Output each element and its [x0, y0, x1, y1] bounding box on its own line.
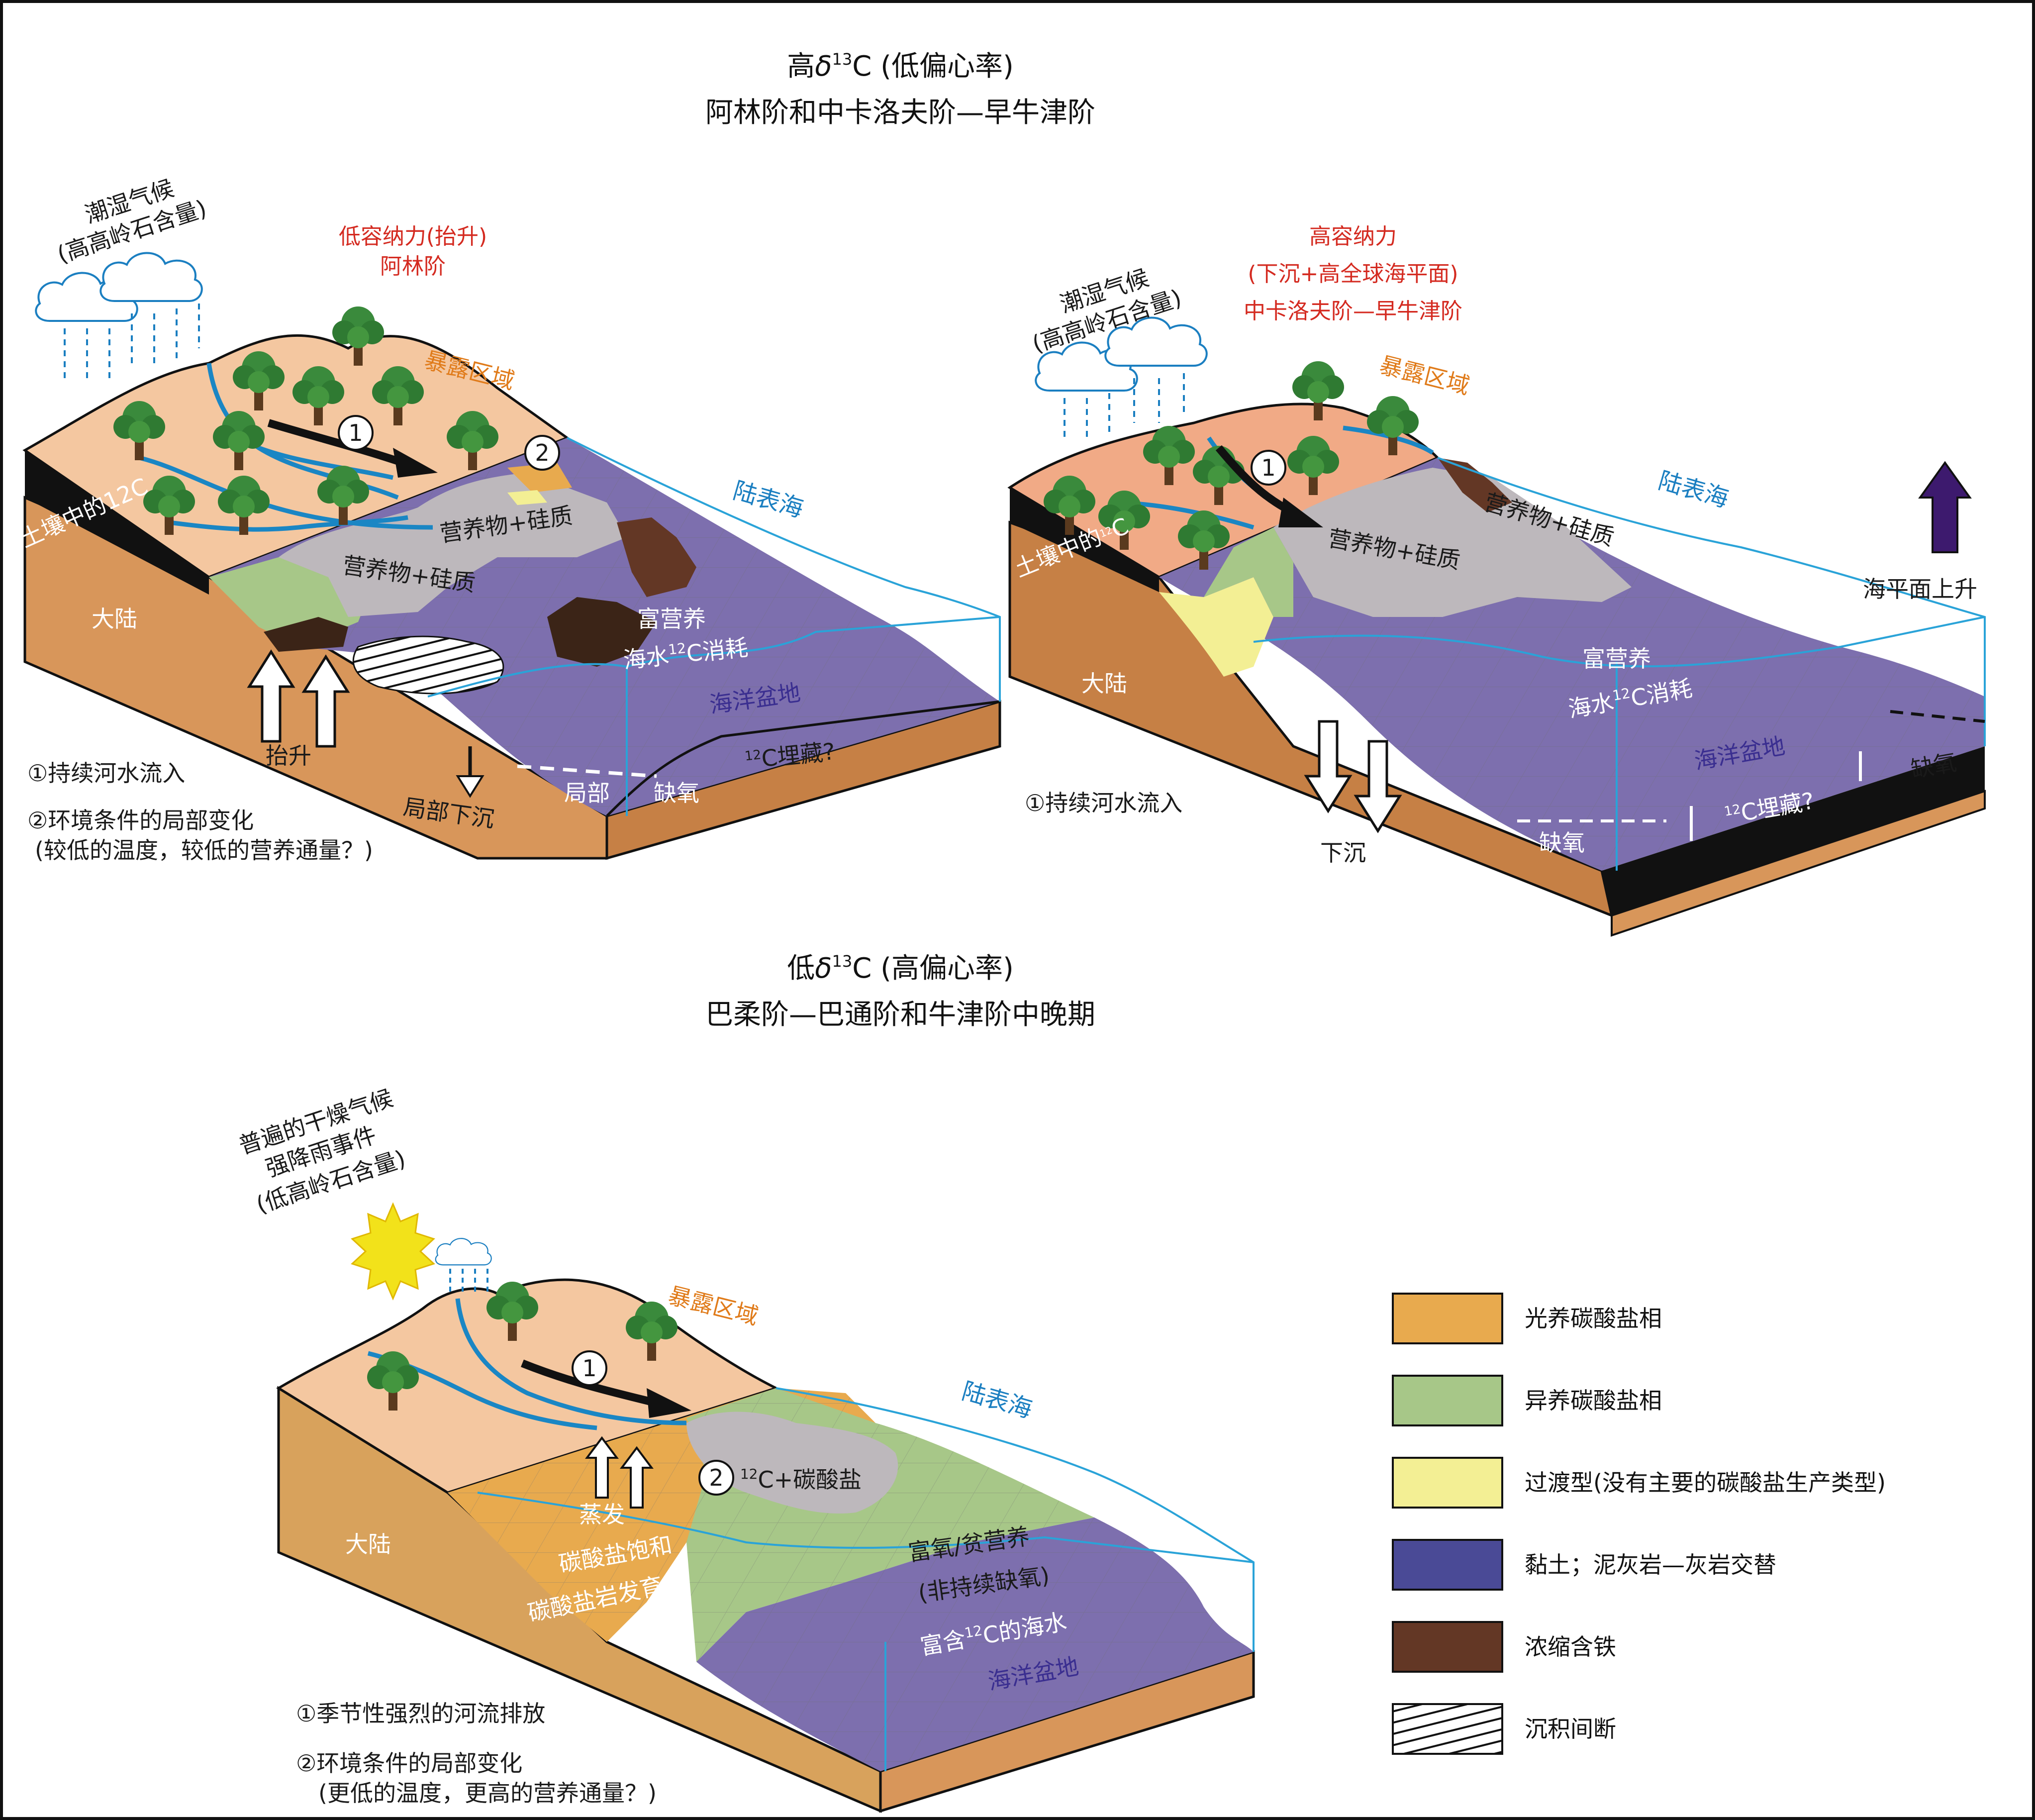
- panel-a-nutrient-silica-zone: [279, 473, 627, 617]
- panel-c-evaporation-label: 蒸发: [579, 1501, 625, 1528]
- panel-c-rain-cloud: [435, 1238, 492, 1266]
- panel-c-note-1: ①季节性强烈的河流排放: [296, 1700, 545, 1727]
- svg-text:2: 2: [535, 439, 549, 466]
- svg-text:1: 1: [348, 419, 363, 446]
- panel-a-note-3: (较低的温度，较低的营养通量？): [35, 837, 373, 864]
- panel-c-marker-1: [572, 1350, 607, 1386]
- panel-c-evaporation-arrow: [585, 1436, 619, 1499]
- panel-c-marker-2: [698, 1460, 734, 1496]
- panel-a-exposed-land: [22, 334, 570, 579]
- panel-a-block-diagram: 1 2 潮湿气候 (高高岭石含量) 低容纳力(抬升) 阿林阶 暴露区域 陆表海 …: [16, 175, 1001, 864]
- panel-a-anoxia-label: 缺氧: [654, 780, 699, 807]
- panel-b-heterotrophic-facies: [1204, 527, 1293, 617]
- panel-b-subsidence-label: 下沉: [1320, 839, 1366, 866]
- panel-a-river-inflow-arrow: [267, 419, 404, 467]
- panel-b-sea-outline: [1437, 457, 1986, 746]
- panel-a-local-label: 局部: [564, 780, 610, 807]
- panel-b-burial-label: 12C埋藏?: [1723, 787, 1816, 829]
- heading-bottom-line2: 巴柔阶—巴通阶和牛津阶中晚期: [705, 999, 1095, 1031]
- panel-a-seawater-12c-label: 海水12C消耗: [622, 633, 749, 674]
- panel-b-exposed-label: 暴露区域: [1377, 351, 1472, 400]
- legend-swatch: [1392, 1703, 1503, 1755]
- panel-a-transitional-facies: [507, 490, 547, 505]
- panel-b-anoxic-layer: [1602, 746, 1985, 915]
- legend-swatch: [1392, 1375, 1503, 1426]
- panel-c-evaporation-arrow: [620, 1446, 654, 1509]
- legend-label: 光养碳酸盐相: [1525, 1305, 1662, 1332]
- panel-a-eutrophic-label: 富营养: [637, 606, 706, 632]
- panel-a-hiatus: [352, 635, 504, 695]
- panel-c-rain: [449, 1269, 488, 1294]
- legend-swatch: [1392, 1293, 1503, 1344]
- panel-a-subsidence-arrow: [456, 775, 485, 798]
- panel-b-block-diagram: 1 潮湿气候 (高高岭石含量) 高容纳力 (下沉+高全球海平面) 中卡洛夫阶—早…: [1007, 224, 1986, 937]
- panel-c-continent-label: 大陆: [345, 1531, 391, 1558]
- panel-a-soil-layer: [25, 450, 209, 595]
- panel-a-stage-label: 阿林阶: [380, 254, 446, 279]
- svg-text:2: 2: [709, 1464, 723, 1491]
- panel-b-rain: [1064, 373, 1185, 438]
- panel-c-block-diagram: 1 2 普遍的干燥气候 强降雨事件 (低高岭石含量) 暴露区域 陆表海 12C+…: [236, 1084, 1255, 1813]
- panel-a-rain-cloud: [99, 252, 203, 302]
- legend-label: 过渡型(没有主要的碳酸盐生产类型): [1525, 1469, 1886, 1496]
- panel-b-marker-1: [1251, 450, 1286, 486]
- panel-c-river-inflow-arrow: [521, 1359, 658, 1407]
- panel-a-accommodation-label: 低容纳力(抬升): [339, 224, 487, 249]
- panel-a-condensed-iron-1: [617, 517, 696, 597]
- panel-a-burial-label: 12C埋藏?: [744, 738, 836, 774]
- panel-b-soil-layer: [1010, 488, 1159, 592]
- panel-b-accommodation-label: 高容纳力: [1309, 224, 1397, 249]
- panel-b-sea-level-rise-arrow: [1918, 461, 1972, 553]
- panel-b-sea-level-rise-label: 海平面上升: [1863, 576, 1977, 603]
- panel-a-note-2: ②环境条件的局部变化: [27, 807, 254, 834]
- legend-label: 沉积间断: [1525, 1716, 1616, 1742]
- panel-a-eutrophic-patch: [547, 597, 657, 667]
- heading-top-line2: 阿林阶和中卡洛夫阶—早牛津阶: [705, 97, 1095, 129]
- panel-c-carbonate-12c-label: 12C+碳酸盐: [740, 1466, 862, 1493]
- panel-a-anoxia-line: [517, 764, 657, 778]
- panel-a-rain: [64, 303, 200, 378]
- panel-c-carbonate-12c-zone: [686, 1412, 898, 1514]
- panel-a-marker-2: [524, 435, 560, 471]
- panel-c-sea-outline: [775, 1387, 1255, 1652]
- panel-b-accommodation-detail: (下沉+高全球海平面): [1248, 261, 1458, 287]
- panel-c-exposed-label: 暴露区域: [666, 1282, 761, 1330]
- panel-a-continent-label: 大陆: [92, 606, 137, 632]
- heading-top-line1: 高δ13C (低偏心率): [787, 50, 1014, 83]
- legend-label: 异养碳酸盐相: [1525, 1387, 1662, 1414]
- svg-text:1: 1: [582, 1355, 596, 1382]
- panel-b-continent-label: 大陆: [1081, 670, 1127, 697]
- panel-a-marker-1: [338, 415, 374, 451]
- panel-b-epicontinental-sea-label: 陆表海: [1655, 467, 1732, 513]
- panel-a-note-1: ①持续河水流入: [27, 760, 185, 787]
- panel-b-note-1: ①持续河水流入: [1025, 790, 1182, 816]
- svg-text:1: 1: [1261, 454, 1275, 481]
- legend-label: 浓缩含铁: [1525, 1633, 1616, 1660]
- panel-c-sun-icon: [351, 1202, 435, 1301]
- panel-c-epicontinental-sea-label: 陆表海: [959, 1377, 1035, 1424]
- panel-c-note-2: ②环境条件的局部变化: [296, 1750, 522, 1777]
- panel-a-condensed-iron-2: [264, 617, 348, 652]
- panel-c-note-3: (更低的温度，更高的营养通量？): [318, 1780, 657, 1807]
- legend-swatch: [1392, 1457, 1503, 1509]
- panel-b-eutrophic-label: 富营养: [1582, 645, 1651, 672]
- panel-a-phototrophic-facies: [507, 463, 572, 493]
- legend-swatch: [1392, 1621, 1503, 1673]
- legend-swatch: [1392, 1539, 1503, 1591]
- panel-b-nutrient-silica-zone: [1273, 468, 1632, 617]
- panel-b-transitional-facies: [1159, 577, 1273, 677]
- panel-b-anoxia-label-2: 缺氧: [1539, 829, 1585, 856]
- panel-b-condensed-iron: [1438, 458, 1512, 512]
- panel-a-sea-outline: [567, 437, 1001, 702]
- heading-bottom-line1: 低δ13C (高偏心率): [787, 952, 1014, 985]
- panel-a-epicontinental-sea-label: 陆表海: [730, 477, 806, 523]
- panel-a-uplift-label: 抬升: [266, 742, 311, 769]
- panel-b-stage-label: 中卡洛夫阶—早牛津阶: [1244, 299, 1462, 324]
- legend-label: 黏土；泥灰岩—灰岩交替: [1525, 1551, 1776, 1578]
